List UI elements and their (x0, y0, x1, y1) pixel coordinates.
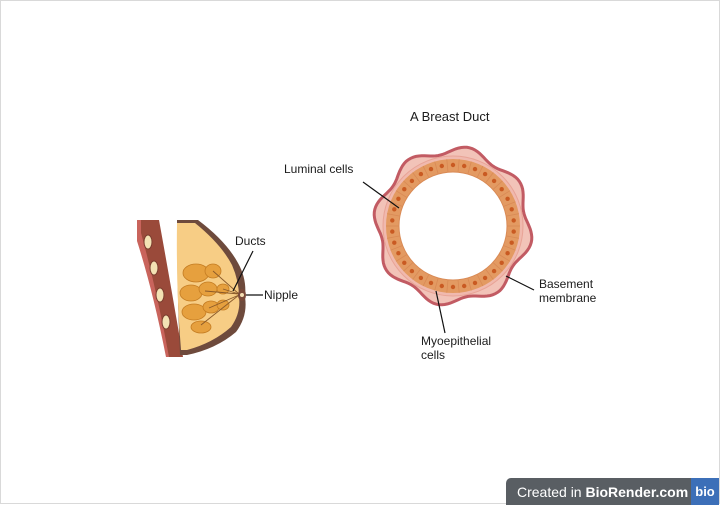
cell-border (434, 277, 439, 291)
cell-nucleus (462, 283, 467, 289)
diagram-title: A Breast Duct (410, 109, 490, 124)
cell-borders (386, 159, 520, 293)
cell-border (403, 180, 414, 190)
cell-border (446, 279, 449, 293)
cell-border (395, 190, 408, 198)
cell-nucleus (509, 240, 514, 245)
cell-nucleus (402, 187, 407, 192)
nipple-tip (240, 293, 244, 297)
cell-border (503, 245, 516, 251)
rib (155, 287, 165, 303)
cell-border (457, 279, 460, 293)
cell-nucleus (392, 207, 397, 212)
luminal-cells-label: Luminal cells (284, 162, 354, 176)
cell-border (457, 159, 460, 173)
rib (149, 260, 159, 276)
cell-nucleus (418, 275, 424, 281)
cell-nucleus (392, 240, 397, 245)
cell-border (387, 235, 400, 239)
ducts-label: Ducts (235, 234, 266, 248)
cell-border (422, 274, 430, 287)
cell-nucleus (409, 268, 415, 274)
cell-nucleus (396, 196, 401, 201)
cell-nucleus (509, 207, 514, 212)
rib (161, 314, 171, 330)
cell-nucleus (511, 218, 516, 223)
duct-lumen (398, 171, 508, 281)
cell-nucleus (402, 260, 407, 265)
cell-nucleus (482, 275, 488, 281)
cell-border (485, 268, 494, 280)
breast-cross-section (137, 220, 263, 357)
cell-nucleus (472, 166, 478, 172)
cell-nucleus (491, 268, 497, 274)
cell-nucleus (511, 229, 516, 234)
cell-border (412, 172, 421, 184)
cell-nucleus (390, 218, 395, 223)
cell-nucleus (418, 171, 424, 177)
cell-nucleus (396, 251, 401, 256)
nuclei (390, 162, 516, 290)
cell-border (503, 201, 516, 207)
cell-nucleus (472, 280, 478, 286)
cell-border (467, 161, 472, 175)
cell-border (498, 254, 511, 262)
cell-border (395, 254, 408, 262)
myoepithelial-label-line1: Myoepithelial (421, 334, 492, 348)
biorender-logo: bio (691, 478, 719, 505)
cell-border (506, 213, 519, 217)
cell-nucleus (491, 178, 497, 184)
nipple-label: Nipple (264, 288, 299, 302)
cell-border (422, 165, 430, 178)
cell-border (492, 180, 503, 190)
cell-border (467, 277, 472, 291)
myoepithelial-label-line2: cells (421, 348, 446, 362)
cell-border (485, 172, 494, 184)
cell-nucleus (428, 280, 434, 286)
cell-nucleus (450, 284, 456, 290)
biorender-watermark[interactable]: Created in BioRender.com bio (506, 478, 719, 505)
cell-nucleus (482, 171, 488, 177)
cell-border (446, 159, 449, 173)
cell-nucleus (499, 187, 504, 192)
cell-border (506, 235, 519, 239)
cell-border (390, 245, 403, 251)
cell-nucleus (390, 229, 395, 234)
basement-membrane-label-line2: membrane (539, 291, 597, 305)
luminal-leader (362, 181, 400, 209)
cell-nucleus (505, 251, 510, 256)
cell-nucleus (462, 163, 467, 169)
cell-border (387, 213, 400, 217)
duct-cross-section (362, 145, 535, 334)
cell-nucleus (499, 260, 504, 265)
cell-nucleus (505, 196, 510, 201)
cell-nucleus (409, 178, 415, 184)
cell-border (476, 165, 484, 178)
ducts-leader (232, 250, 254, 292)
rib (143, 234, 153, 250)
cell-border (498, 190, 511, 198)
cell-nucleus (439, 283, 444, 289)
cell-border (412, 268, 421, 280)
cell-border (492, 262, 503, 272)
cell-nucleus (428, 166, 434, 172)
myoepithelial-leader (435, 290, 446, 334)
basement-leader (505, 275, 535, 291)
basement-membrane-label-line1: Basement (539, 277, 594, 291)
cell-border (434, 161, 439, 175)
cell-nucleus (450, 162, 456, 168)
cell-border (476, 274, 484, 287)
cell-border (403, 262, 414, 272)
ducts-lines (200, 270, 240, 326)
cell-nucleus (439, 163, 444, 169)
watermark-text: Created in BioRender.com (517, 483, 689, 500)
